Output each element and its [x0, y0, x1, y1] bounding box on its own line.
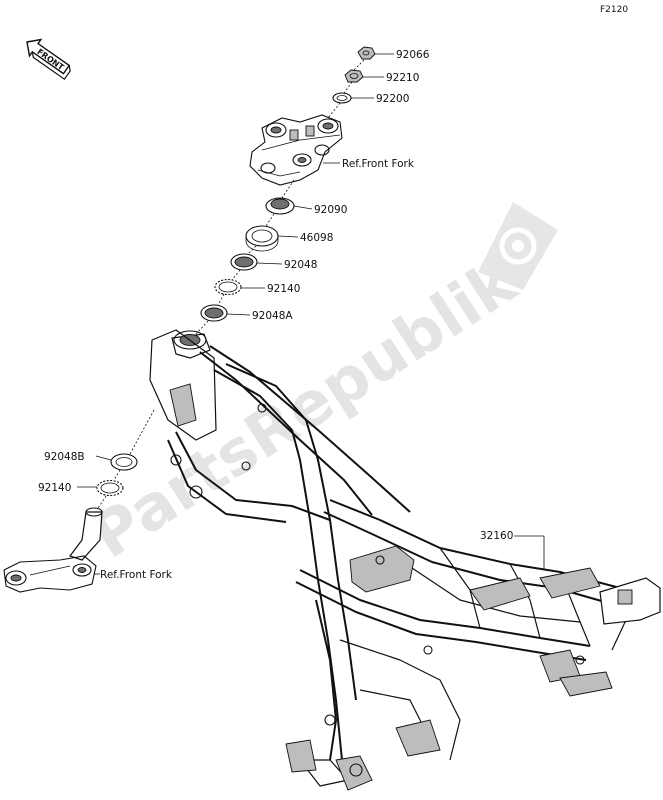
- upper-triple-clamp: [249, 114, 343, 186]
- watermark-gear-icon: [478, 202, 558, 290]
- label-92066: 92066: [396, 49, 430, 61]
- label-92048b: 92048B: [44, 451, 85, 463]
- label-92140-lower: 92140: [38, 482, 71, 494]
- leader-lines: [77, 53, 545, 575]
- label-ref-front-fork-upper: Ref.Front Fork: [342, 158, 415, 170]
- label-46098: 46098: [300, 232, 333, 244]
- label-92090: 92090: [314, 204, 347, 216]
- label-92200: 92200: [376, 93, 409, 105]
- label-92210: 92210: [386, 72, 419, 84]
- label-92048a: 92048A: [252, 310, 293, 322]
- part-92048-race: [230, 253, 258, 271]
- front-arrow-icon: FRONT: [26, 38, 71, 81]
- watermark: PartsRepublik: [78, 202, 558, 573]
- label-92140: 92140: [267, 283, 300, 295]
- part-92066-nut: [357, 46, 376, 60]
- part-labels: 92066 92210 92200 Ref.Front Fork 92090 4…: [38, 49, 513, 581]
- part-92200-washer: [332, 92, 352, 104]
- label-92048: 92048: [284, 259, 317, 271]
- main-frame-32160: [149, 329, 661, 791]
- watermark-text: PartsRepublik: [78, 244, 529, 573]
- part-92140-bearing: [214, 278, 242, 296]
- part-92210-nut: [344, 69, 364, 83]
- part-92140-lower-bearing: [96, 479, 124, 497]
- part-92090-seal: [265, 197, 295, 215]
- diagram-code: F2120: [600, 5, 628, 15]
- label-32160: 32160: [480, 530, 513, 542]
- part-92048b-race: [110, 453, 138, 471]
- steering-stem: [3, 507, 103, 593]
- part-46098-cap: [245, 225, 279, 252]
- label-ref-front-fork-lower: Ref.Front Fork: [100, 569, 173, 581]
- part-92048a-race: [200, 304, 228, 322]
